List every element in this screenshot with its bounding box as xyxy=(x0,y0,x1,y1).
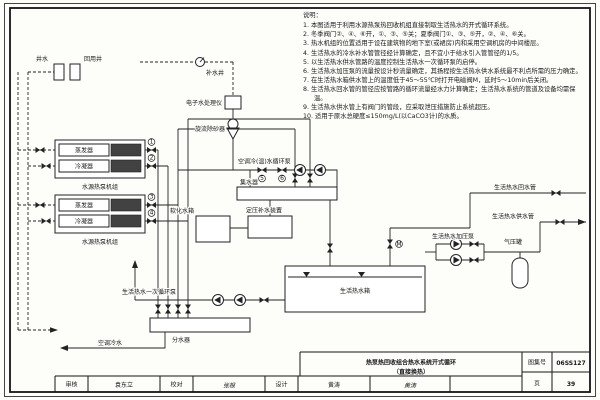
well-symbol xyxy=(69,63,81,81)
note-item: 7. 在生活热水箱供水管上的温度低于45～55℃时打开电磁阀M，延时5～10mi… xyxy=(303,76,553,84)
pressure-vessel-icon xyxy=(511,257,529,289)
dhw-booster-pump-label: 生活热水加压泵 xyxy=(432,233,474,241)
note-item: 4. 生活热水的冷水补水管管径经计算确定，且不宜小于给水引入管管径的1/5。 xyxy=(303,49,523,57)
solenoid-label: M xyxy=(396,241,401,248)
well-water-label: 井水 xyxy=(36,55,48,63)
valve-number: 6 xyxy=(280,175,284,182)
softener-tank-label: 软化水箱 xyxy=(170,207,194,215)
note-item: 10. 适用于原水总硬度≤150mg/L(以CaCO3计)的水质。 xyxy=(303,113,463,121)
dhw-booster-pump-icon xyxy=(450,254,462,266)
signature-row: 审核 袁东立 校对 张根 设计 黄涛 黄涛 xyxy=(65,381,417,390)
valve-number: 1 xyxy=(150,139,154,146)
collector-label: 集水器 xyxy=(240,179,258,187)
note-item: 3. 热水机组的位置适用于设在建筑物的地下室(或裙房)内和采用空调机房的中间楼层… xyxy=(303,40,543,48)
ac-pump-icon xyxy=(314,164,326,176)
condenser-label: 冷凝器 xyxy=(75,217,93,225)
ac-chilled-water-label: 空调冷水 xyxy=(98,339,122,347)
title-block-lines xyxy=(54,351,590,392)
ac-pump-icon xyxy=(294,164,306,176)
page-frame xyxy=(4,3,596,397)
heat-pump-unit-label: 水源热泵机组 xyxy=(82,238,118,246)
notes-heading: 说明： xyxy=(303,12,322,19)
ac-circ-pump-label: 空调冷(温)水循环泵 xyxy=(238,158,291,166)
dhw-return-pipe-label: 生活热水回水管 xyxy=(494,184,536,192)
notes-block: 说明： 1. 本图适用于利用水源热泵热回收机组直接制取生活热水的开式循环系统。 … xyxy=(303,11,585,122)
reviewer-name: 袁东立 xyxy=(115,381,133,389)
well-symbol xyxy=(53,63,65,81)
designer-signature: 黄涛 xyxy=(404,382,417,390)
valve-number: 5 xyxy=(260,175,264,182)
reuse-well-label: 回用井 xyxy=(84,55,102,63)
collector-header xyxy=(236,186,338,201)
dhw-primary-pump-icon xyxy=(212,294,224,306)
equipment-labels: 井水 回用井 补水井 电子水处理仪 旋流除砂器 水源热泵机组 水源热泵机组 空调… xyxy=(35,54,537,348)
page-no-value: 39 xyxy=(567,381,575,388)
dhw-tank-label: 生活热水箱 xyxy=(340,287,370,295)
note-item: 2. 冬季阀门②、④、⑥开，①、③、⑤关；夏季阀门①、③、⑤开，②、④、⑥关。 xyxy=(303,31,530,39)
water-treater-box xyxy=(224,95,242,110)
note-item: 9. 生活热水供水管上有阀门的管段，应采取泄压措施防止系统超压。 xyxy=(303,104,494,112)
evaporator-label: 蒸发器 xyxy=(75,201,93,209)
designer-name: 黄涛 xyxy=(328,381,340,389)
page-no-label: 页 xyxy=(534,381,540,388)
reviewer-label: 审核 xyxy=(65,381,77,389)
note-item: 8. 生活热水回水管的管径应按管路的循环流量经水力计算确定；生活热水系统的管道及… xyxy=(303,86,576,103)
designer-label: 设计 xyxy=(275,381,287,389)
heat-pump-units: 蒸发器 冷凝器 蒸发器 冷凝器 xyxy=(54,139,146,234)
atlas-no-value: 06SS127 xyxy=(556,360,585,367)
condenser-label: 冷凝器 xyxy=(75,162,93,170)
distributor-label: 分水器 xyxy=(172,336,190,344)
ac-water-pipes xyxy=(60,118,338,351)
sand-separator-label: 旋流除砂器 xyxy=(195,125,225,133)
softener-tank-box xyxy=(195,215,231,243)
distributor-header xyxy=(149,317,251,333)
pressure-makeup-label: 定压补水装置 xyxy=(246,207,282,215)
note-item: 5. 以生活热水供水管路的温度控制生活热水一次循环泵的启停。 xyxy=(303,58,482,66)
atlas-no-label: 图集号 xyxy=(528,359,546,367)
drawing-title: 热泵热回收组合热水系统开式循环 xyxy=(366,359,456,367)
makeup-well-label: 补水井 xyxy=(206,69,224,77)
pressure-vessel-label: 气压罐 xyxy=(504,238,522,246)
evaporator-label: 蒸发器 xyxy=(75,146,93,154)
valve-number: 2 xyxy=(150,155,154,162)
note-item: 1. 本图适用于利用水源热泵热回收机组直接制取生活热水的开式循环系统。 xyxy=(303,22,513,30)
note-item: 6. 生活热水加压泵的流量按设计秒流量确定，其扬程按生活热水供水系统最不利点所需… xyxy=(303,67,582,75)
valve-number: 4 xyxy=(150,210,154,217)
dhw-primary-pump-icon xyxy=(234,294,246,306)
makeup-line xyxy=(140,57,242,170)
title-block: 热泵热回收组合热水系统开式循环 （直接换热） 图集号 06SS127 页 39 xyxy=(366,359,586,389)
dhw-system: M xyxy=(132,190,586,313)
well-water-pipes xyxy=(17,63,81,333)
water-treater-label: 电子水处理仪 xyxy=(186,99,222,107)
valve-numbers: 1 2 3 4 5 6 xyxy=(147,138,286,217)
dhw-primary-pump-label: 生活热水一次循环泵 xyxy=(122,288,176,296)
makeup-devices xyxy=(195,200,293,243)
drawing-subtitle: （直接换热） xyxy=(393,368,429,376)
checker-label: 校对 xyxy=(170,381,182,389)
pressure-makeup-box xyxy=(247,215,293,239)
checker-signature: 张根 xyxy=(223,381,236,389)
heat-pump-unit-label: 水源热泵机组 xyxy=(82,183,118,191)
solenoid-valve-icon xyxy=(395,240,403,248)
valve-number: 3 xyxy=(150,194,154,201)
dhw-supply-pipe-label: 生活热水供水管 xyxy=(492,213,534,221)
